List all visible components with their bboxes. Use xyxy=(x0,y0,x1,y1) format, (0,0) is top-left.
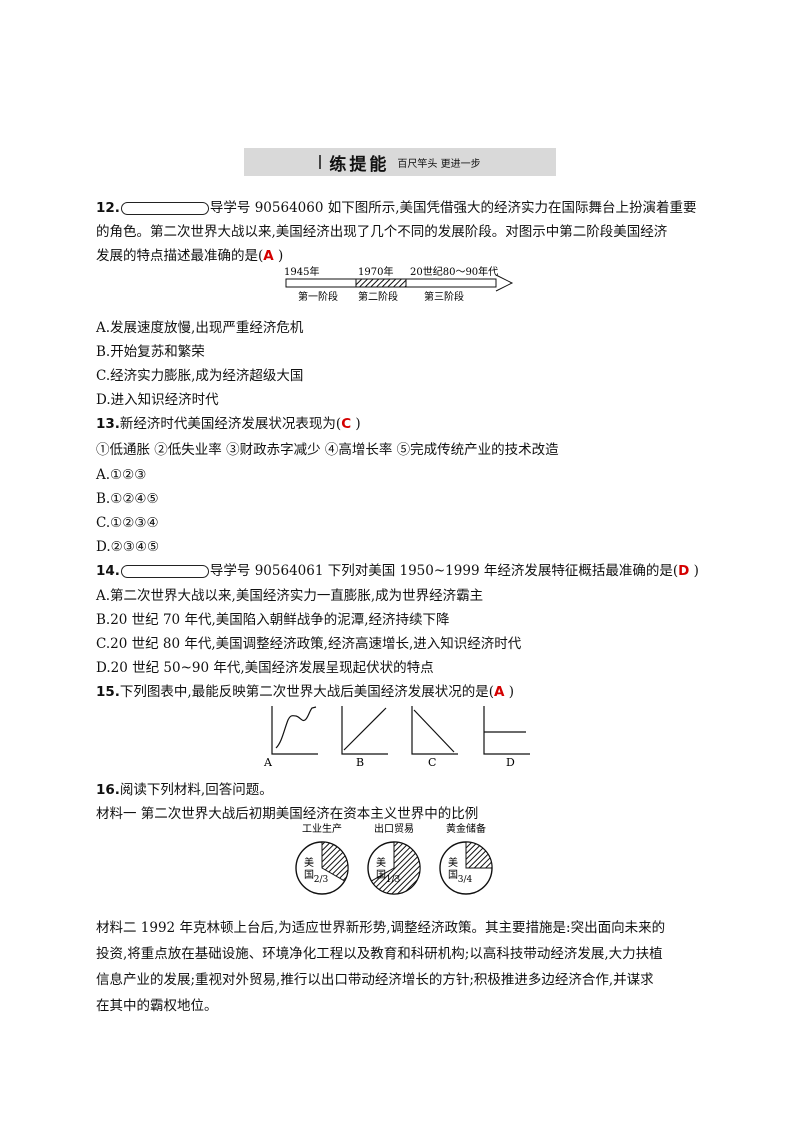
q12-timeline-diagram: 1945年 1970年 20世纪80～90年代 第一阶段 第二阶段 第三阶段 xyxy=(284,265,514,303)
q13-option-b: B.①②④⑤ xyxy=(96,491,159,507)
graph-c: C xyxy=(411,706,458,768)
pie-slice-other-2 xyxy=(370,841,421,895)
graph-a: A xyxy=(263,706,318,768)
q16-text: 阅读下列材料,回答问题。 xyxy=(119,782,273,798)
q13-option-a: A.①②③ xyxy=(96,467,147,483)
graph-b: B xyxy=(341,706,388,768)
pie-slice-other-1 xyxy=(321,841,349,882)
q14-number: 14. xyxy=(96,563,120,579)
q14-text: 导学号 90564061 下列对美国 1950~1999 年经济发展特征概括最准… xyxy=(209,563,679,579)
graph-c-axes xyxy=(411,706,458,755)
q12-close: ) xyxy=(273,248,284,264)
pie-us-label-1-1: 美 xyxy=(304,856,314,869)
graph-a-axes xyxy=(271,706,318,755)
q12-option-c: C.经济实力膨胀,成为经济超级大国 xyxy=(96,368,304,384)
pie-us-label-2-1: 美 xyxy=(376,856,386,869)
q15-stem: 15.下列图表中,最能反映第二次世界大战后美国经济发展状况的是(A ) xyxy=(96,682,514,702)
timeline-segment-2 xyxy=(355,278,407,288)
q12-line1: 12. 导学号 90564060 如下图所示,美国凭借强大的经济实力在国际舞台上扮… xyxy=(96,198,697,218)
graph-c-label: C xyxy=(428,756,436,768)
pie-title-1: 工业生产 xyxy=(302,822,342,835)
q14-id-pill xyxy=(120,565,209,578)
graph-d-axes xyxy=(483,706,530,755)
timeline-stage-3: 第三阶段 xyxy=(424,290,464,303)
q15-answer: A xyxy=(493,684,505,700)
pie-us-label-3-1: 美 xyxy=(448,856,458,869)
q14-stem: 14. 导学号 90564061 下列对美国 1950~1999 年经济发展特征概… xyxy=(96,561,699,581)
pie-us-label-3-2: 国 xyxy=(448,869,458,881)
q14-option-c: C.20 世纪 80 年代,美国调整经济政策,经济高速增长,进入知识经济时代 xyxy=(96,636,522,652)
banner-title: 练提能 xyxy=(329,154,390,175)
graph-d-label: D xyxy=(506,756,515,768)
q16-stem: 16.阅读下列材料,回答问题。 xyxy=(96,780,273,800)
q12-option-d: D.进入知识经济时代 xyxy=(96,392,219,408)
timeline-arrowhead xyxy=(495,274,514,292)
timeline-stage-2: 第二阶段 xyxy=(358,290,398,303)
q13-items: ①低通胀 ②低失业率 ③财政赤字减少 ④高增长率 ⑤完成传统产业的技术改造 xyxy=(96,442,559,458)
pie-share-label-2: 1/3 xyxy=(386,875,401,885)
q13-option-c: C.①②③④ xyxy=(96,515,159,531)
banner-subtitle: 百尺竿头 更进一步 xyxy=(397,158,481,170)
graph-c-line xyxy=(413,709,455,753)
pie-share-label-1: 2/3 xyxy=(314,875,329,885)
q14-option-d: D.20 世纪 50~90 年代,美国经济发展呈现起伏状的特点 xyxy=(96,660,434,676)
timeline-year-1970: 1970年 xyxy=(358,265,393,278)
q15-close: ) xyxy=(504,684,514,700)
q13-stem: 13.新经济时代美国经济发展状况表现为(C ) xyxy=(96,414,361,434)
q14-close: ) xyxy=(689,563,699,579)
graph-d: D xyxy=(483,706,530,768)
pie-share-label-3: 3/4 xyxy=(458,875,473,885)
section-banner: 练提能 百尺竿头 更进一步 xyxy=(244,148,556,176)
graph-a-curve xyxy=(275,706,317,749)
timeline-year-8090: 20世纪80～90年代 xyxy=(410,265,498,278)
pie-title-2: 出口贸易 xyxy=(374,822,414,835)
graph-b-axes xyxy=(341,706,388,755)
q13-number: 13. xyxy=(96,416,120,432)
q15-number: 15. xyxy=(96,684,120,700)
timeline-stage-1: 第一阶段 xyxy=(298,290,338,303)
timeline-year-1945: 1945年 xyxy=(284,265,319,278)
q16-number: 16. xyxy=(96,782,120,798)
q13-answer: C xyxy=(341,416,352,432)
graph-b-label: B xyxy=(356,756,364,768)
q16-material2-line1: 材料二 1992 年克林顿上台后,为适应世界新形势,调整经济政策。其主要措施是:… xyxy=(96,920,666,936)
q12-option-a: A.发展速度放慢,出现严重经济危机 xyxy=(96,320,304,336)
q12-option-b: B.开始复苏和繁荣 xyxy=(96,344,205,360)
q14-answer: D xyxy=(678,563,690,579)
q16-material2-line4: 在其中的霸权地位。 xyxy=(96,998,218,1014)
q15-graphs: A B C D xyxy=(263,706,530,768)
q16-material2-line3: 信息产业的发展;重视对外贸易,推行以出口带动经济增长的方针;积极推进多边经济合作… xyxy=(96,972,654,988)
pie-us-label-1-2: 国 xyxy=(304,869,314,881)
pie-title-3: 黄金储备 xyxy=(446,822,486,835)
q12-number: 12. xyxy=(96,200,120,216)
q15-text: 下列图表中,最能反映第二次世界大战后美国经济发展状况的是( xyxy=(119,684,494,700)
q12-text-1: 导学号 90564060 如下图所示,美国凭借强大的经济实力在国际舞台上扮演着重… xyxy=(209,200,697,216)
timeline-segment-1 xyxy=(285,278,357,288)
q14-option-a: A.第二次世界大战以来,美国经济实力一直膨胀,成为世界经济霸主 xyxy=(96,588,484,604)
q13-text: 新经济时代美国经济发展状况表现为( xyxy=(119,416,342,432)
q16-material2-line2: 投资,将重点放在基础设施、环境净化工程以及教育和科研机构;以高科技带动经济发展,… xyxy=(96,946,663,962)
q12-text-3: 发展的特点描述最准确的是( xyxy=(96,248,264,264)
timeline-segment-3 xyxy=(405,278,497,288)
q13-option-d: D.②③④⑤ xyxy=(96,539,160,555)
pie-slice-other-3 xyxy=(465,841,493,869)
q12-line3: 发展的特点描述最准确的是(A ) xyxy=(96,246,283,266)
banner-divider xyxy=(319,155,322,169)
pie-us-label-2-2: 国 xyxy=(376,869,386,881)
q12-id-pill xyxy=(120,202,209,215)
graph-a-label: A xyxy=(263,756,273,768)
graph-b-line xyxy=(343,707,387,751)
q13-close: ) xyxy=(351,416,361,432)
q16-material1: 材料一 第二次世界大战后初期美国经济在资本主义世界中的比例 xyxy=(96,806,479,822)
q14-option-b: B.20 世纪 70 年代,美国陷入朝鲜战争的泥潭,经济持续下降 xyxy=(96,612,450,628)
q12-line2: 的角色。第二次世界大战以来,美国经济出现了几个不同的发展阶段。对图示中第二阶段美… xyxy=(96,224,668,240)
q12-answer: A xyxy=(263,248,274,264)
